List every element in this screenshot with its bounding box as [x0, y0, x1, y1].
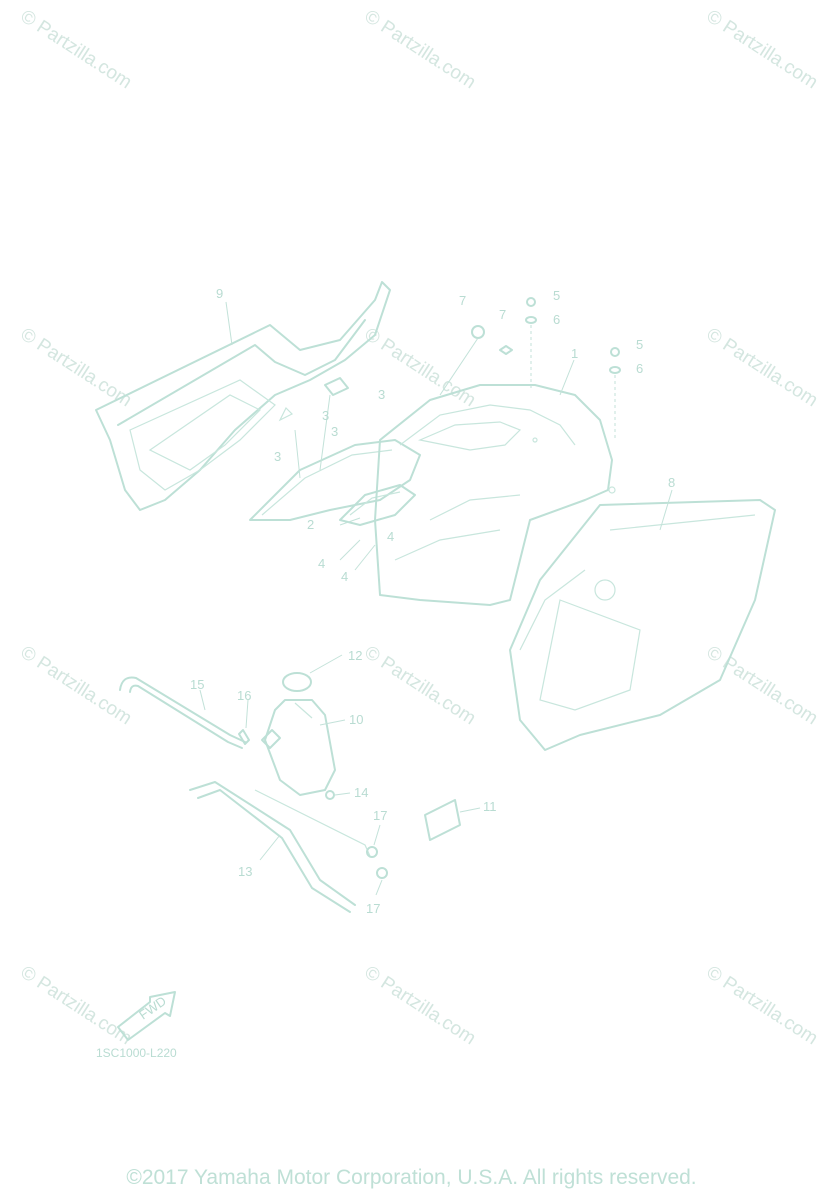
right-side-cover	[509, 499, 776, 751]
callout-14: 14	[354, 785, 368, 800]
callout-4: 4	[341, 569, 348, 584]
callout-12: 12	[348, 648, 362, 663]
leader-lines	[199, 301, 673, 896]
reservoir-tank	[261, 672, 336, 796]
callout-3: 3	[322, 408, 329, 423]
callout-7: 7	[499, 307, 506, 322]
copyright-notice: ©2017 Yamaha Motor Corporation, U.S.A. A…	[126, 1166, 697, 1189]
fwd-label: FWD	[136, 993, 169, 1022]
forward-arrow-icon: FWD	[117, 991, 176, 1041]
callout-17: 17	[366, 901, 380, 916]
callout-5: 5	[636, 337, 643, 352]
breather-hose	[119, 676, 250, 749]
callout-2: 2	[307, 517, 314, 532]
front-fender	[374, 384, 616, 606]
part-code: 1SC1000-L220	[96, 1046, 177, 1060]
callout-3: 3	[331, 424, 338, 439]
left-side-cover	[95, 281, 391, 511]
callout-6: 6	[553, 312, 560, 327]
callout-3: 3	[274, 449, 281, 464]
callout-3: 3	[378, 387, 385, 402]
callout-5: 5	[553, 288, 560, 303]
callout-4: 4	[318, 556, 325, 571]
callout-11: 11	[483, 799, 497, 814]
reservoir-bracket	[189, 781, 371, 913]
callout-4: 4	[387, 529, 394, 544]
callout-16: 16	[237, 688, 251, 703]
callout-7: 7	[459, 293, 466, 308]
callout-9: 9	[216, 286, 223, 301]
fasteners	[439, 297, 621, 440]
callout-8: 8	[668, 475, 675, 490]
callout-17: 17	[373, 808, 387, 823]
callout-13: 13	[238, 864, 252, 879]
caution-label	[424, 799, 461, 841]
callout-6: 6	[636, 361, 643, 376]
callout-15: 15	[190, 677, 204, 692]
center-panel	[249, 377, 421, 526]
callout-1: 1	[571, 346, 578, 361]
callout-10: 10	[349, 712, 363, 727]
mounting-bolts	[325, 790, 388, 879]
